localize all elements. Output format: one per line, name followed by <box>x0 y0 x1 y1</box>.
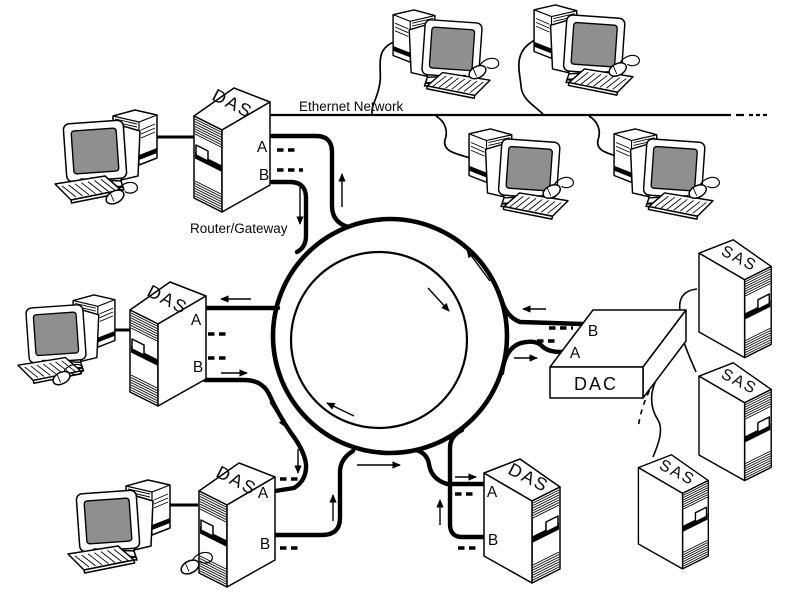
flow-arrows <box>220 173 546 525</box>
ethernet-drop-cable-2 <box>518 39 544 115</box>
ethernet-drop-cable-3 <box>435 115 471 159</box>
ring-link-dasbr-port-a <box>413 447 488 487</box>
das-left-port-b-label: B <box>193 359 203 376</box>
ring-link-router-port-b <box>269 179 309 255</box>
secondary-ring <box>289 250 469 430</box>
primary-ring <box>270 216 510 456</box>
computer-top-left <box>54 109 158 208</box>
computer-ethernet-top-1 <box>392 9 500 99</box>
ring-link-dasleft-b-to-dasbl-a <box>202 377 309 494</box>
ring-link-router-port-a <box>269 133 351 230</box>
flow-arrow-secondary-clockwise-top <box>427 287 450 312</box>
dac-front-face <box>549 366 644 399</box>
das-bottom-right-port-b-label: B <box>488 532 498 549</box>
flow-arrow-ring-left-down <box>269 401 287 428</box>
das-router-port-a-label: A <box>257 139 268 156</box>
das-left-port-a-label: A <box>191 312 202 329</box>
ethernet-drop-cable-1 <box>371 41 395 115</box>
dac-sas-cable-1 <box>678 288 698 312</box>
flow-arrow-ring-top-right-up <box>466 249 491 282</box>
ethernet-network-label: Ethernet Network <box>299 99 404 114</box>
dac-port-b-label: B <box>588 323 598 340</box>
das-bottom-right-port-a-label: A <box>487 484 498 501</box>
dac-sas-cable-3 <box>650 371 662 458</box>
flow-arrow-secondary-clockwise-bottom <box>326 402 355 417</box>
dac-port-a-label: A <box>570 345 581 362</box>
dac-label: DAC <box>574 374 618 394</box>
ring-link-dasbl-port-b <box>272 448 356 538</box>
computer-ethernet-bottom-2 <box>613 128 721 220</box>
dac-sas-dashed-cable <box>637 365 667 430</box>
router-gateway-caption: Router/Gateway <box>190 221 288 236</box>
computer-ethernet-bottom-1 <box>468 128 575 220</box>
ring-link-dasbr-port-b <box>447 427 488 540</box>
computer-ethernet-top-2 <box>533 4 641 96</box>
das-router-port-b-label: B <box>259 167 269 184</box>
ring-link-dac-port-b <box>498 295 586 327</box>
computer-bottom-left <box>67 479 214 578</box>
dac-box <box>549 309 687 399</box>
das-bottom-left-port-a-label: A <box>258 485 269 502</box>
ethernet-drop-cable-4 <box>588 115 624 159</box>
ring-link-dac-port-a <box>499 339 564 376</box>
das-bottom-left-port-b-label: B <box>260 536 270 553</box>
computer-middle-left <box>17 294 116 389</box>
fddi-ring <box>202 133 586 550</box>
